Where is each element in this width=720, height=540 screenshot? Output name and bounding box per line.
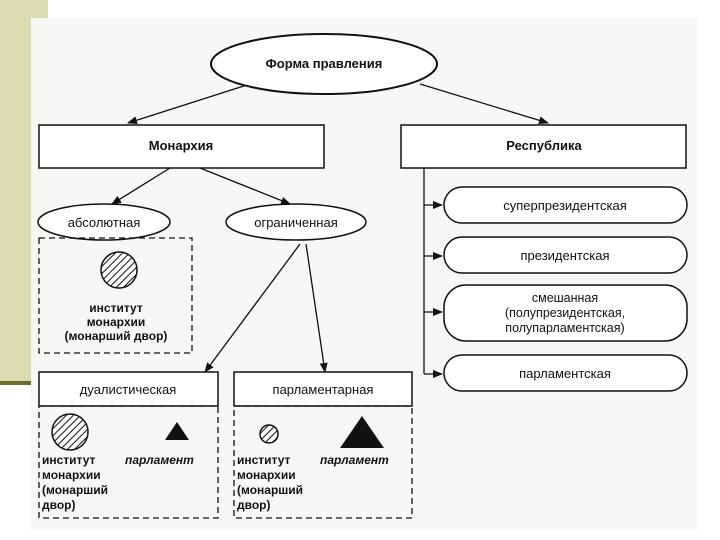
parliamentary-republic-label: парламентская [519,366,611,381]
parliamentary-republic-node: парламентская [443,354,688,392]
absolute-institution-line1: институт [89,301,143,315]
republic-node: Республика [400,124,687,169]
monarchy-node: Монархия [38,124,325,169]
monarch-hatched-circle [100,251,138,289]
slide-accent-line [0,381,36,385]
mixed-label-line2: (полупрезидентская, [505,306,625,320]
dualistic-monarchy-line1: монархии [42,468,101,482]
dualistic-monarch-circle [51,413,89,451]
limited-node: ограниченная [225,203,367,241]
absolute-node: абсолютная [37,203,171,241]
arrow-limited-to-parliamentary [305,243,328,373]
parliamentary-monarchy-node: парламентарная [233,371,413,407]
presidential-label: президентская [521,248,610,263]
absolute-label: абсолютная [68,215,141,230]
arrow-monarchy-to-limited [199,167,291,205]
superpresidential-label: суперпрезидентская [503,198,626,213]
absolute-institution-line3: (монарший двор) [65,329,168,343]
dualistic-parliament-word: парламент [125,453,194,467]
parliamentary-monarchy-line2: (монарший [237,483,303,497]
dualistic-institution-word: институт [42,453,96,467]
parliamentary-parliament-word: парламент [320,453,389,467]
parliamentary-monarchy-line1: монархии [237,468,296,482]
limited-label: ограниченная [254,215,338,230]
root-node: Форма правления [210,33,438,95]
dualistic-label: дуалистическая [80,382,176,397]
dualistic-monarchy-line3: двор) [42,498,76,512]
superpresidential-node: суперпрезидентская [443,186,688,224]
dualistic-parliament-triangle [165,422,189,440]
arrow-monarchy-to-absolute [111,167,171,205]
parliamentary-monarch-circle [259,424,279,444]
parliamentary-monarchy-line3: двор) [237,498,271,512]
arrow-limited-to-dualistic [204,243,301,373]
parliamentary-institutions-box: институт парламент монархии (монарший дв… [233,405,413,519]
mixed-label-line3: полупарламентская) [505,321,624,335]
dualistic-node: дуалистическая [38,371,219,407]
arrow-root-to-monarchy [127,83,251,125]
presidential-node: президентская [443,236,688,274]
monarchy-label: Монархия [149,138,213,153]
absolute-institution-line2: монархии [87,315,146,329]
parliamentary-institution-word: институт [237,453,291,467]
mixed-label-line1: смешанная [532,291,598,305]
dualistic-institutions-box: институт парламент монархии (монарший дв… [38,405,219,519]
absolute-institution-box: институт монархии (монарший двор) [38,237,193,354]
parliamentary-parliament-triangle [340,416,384,448]
dualistic-monarchy-line2: (монарший [42,483,108,497]
root-label: Форма правления [266,56,383,71]
mixed-node: смешанная (полупрезидентская, полупарлам… [443,284,688,342]
republic-label: Республика [506,138,582,153]
arrow-root-to-republic [419,83,549,125]
parliamentary-monarchy-label: парламентарная [273,382,374,397]
